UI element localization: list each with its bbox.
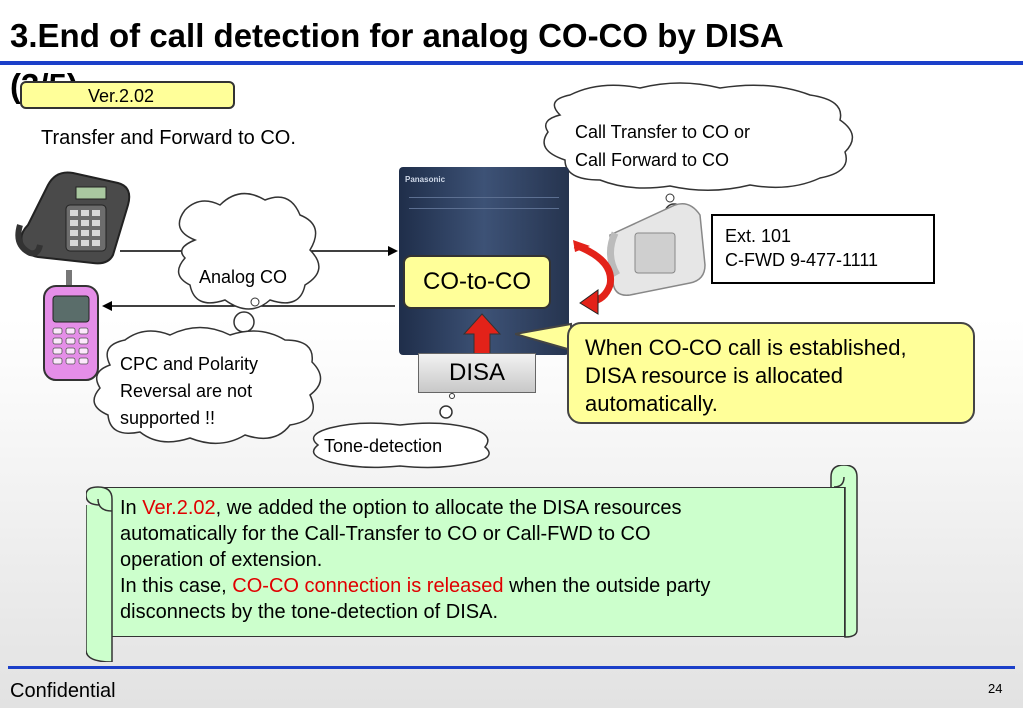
disa-callout: When CO-CO call is established, DISA res… — [567, 322, 975, 424]
cpc-text: CPC and Polarity Reversal are not suppor… — [120, 351, 258, 432]
extension-number: Ext. 101 — [725, 226, 792, 246]
analog-co-label: Analog CO — [199, 267, 288, 287]
co-to-co-box: CO-to-CO — [403, 255, 551, 309]
note-text-segment: , we added the option to allocate the DI… — [215, 497, 682, 519]
call-transfer-line1: Call Transfer to CO or — [575, 122, 751, 142]
disa-box: DISA — [418, 353, 536, 393]
analog-co-cloud — [177, 192, 320, 310]
note-release-highlight: CO-CO connection is released — [232, 575, 504, 597]
desk-phone-icon — [15, 171, 131, 265]
extension-phone-icon — [607, 203, 706, 296]
device-brand: Panasonic — [405, 175, 446, 184]
page-title: 3.End of call detection for analog CO-CO… — [10, 17, 784, 54]
note-text-segment: In this case, — [120, 575, 233, 597]
extension-box: Ext. 101 C-FWD 9-477-1111 — [711, 214, 935, 284]
cpc-line2: Reversal are not — [120, 381, 253, 401]
transfer-label: Transfer and Forward to CO. — [41, 127, 296, 149]
version-box: Ver.2.02 — [20, 81, 235, 109]
note-version-highlight: Ver.2.02 — [142, 497, 216, 519]
note-line5: disconnects by the tone-detection of DIS… — [120, 601, 498, 623]
note-scroll-body — [100, 487, 845, 637]
tone-detection-label: Tone-detection — [324, 436, 443, 456]
note-text-segment: In — [120, 497, 143, 519]
note-line3: operation of extension. — [120, 549, 323, 571]
page-number: 24 — [988, 681, 1003, 696]
call-transfer-line2: Call Forward to CO — [575, 150, 730, 170]
note-scroll — [86, 465, 859, 662]
cpc-line3: supported !! — [120, 408, 216, 428]
callout-line3: automatically. — [585, 391, 718, 416]
note-line4: In this case, CO-CO connection is releas… — [120, 573, 840, 599]
footer-rule — [8, 666, 1015, 669]
cpc-cloud — [93, 326, 322, 444]
red-up-arrow-icon — [462, 313, 502, 357]
note-text-segment: when the outside party — [503, 575, 711, 597]
scroll-curls — [86, 465, 858, 662]
callout-line2: DISA resource is allocated — [585, 363, 844, 388]
call-transfer-text: Call Transfer to CO or Call Forward to C… — [575, 118, 750, 174]
extension-forward: C-FWD 9-477-1111 — [725, 250, 879, 270]
footer-confidential: Confidential — [10, 680, 116, 702]
title-rule — [0, 61, 1023, 65]
note-text: In Ver.2.02, we added the option to allo… — [120, 495, 840, 625]
note-line1: In Ver.2.02, we added the option to allo… — [120, 495, 840, 521]
tone-detection-cloud — [312, 422, 490, 469]
device-stripe — [409, 197, 559, 209]
mobile-phone-icon — [43, 270, 99, 381]
callout-line1: When CO-CO call is established, — [585, 335, 907, 360]
cpc-line1: CPC and Polarity — [120, 354, 259, 374]
note-line2: automatically for the Call-Transfer to C… — [120, 523, 651, 545]
